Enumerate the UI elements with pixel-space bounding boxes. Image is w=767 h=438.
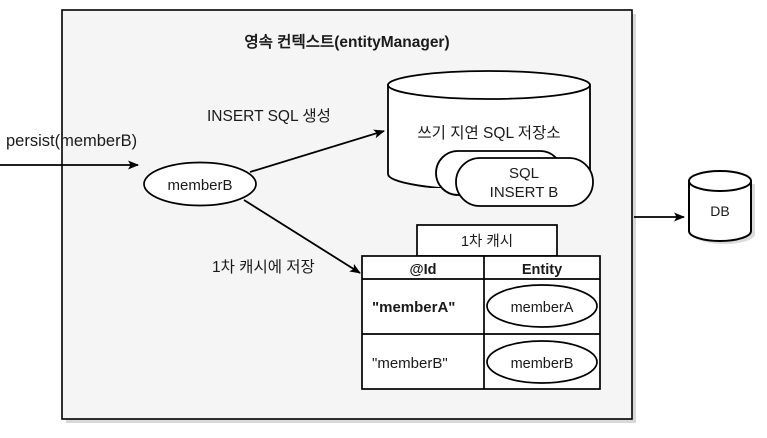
table-cell-entity: memberB bbox=[511, 356, 574, 372]
first-level-cache-table: @Id Entity "memberA" memberA "memberB" m… bbox=[361, 255, 601, 390]
first-level-cache-caption-box: 1차 캐시 bbox=[416, 224, 558, 257]
queued-sql-line2: INSERT B bbox=[490, 184, 559, 201]
queued-sql-stack: SQL INSERT B bbox=[435, 150, 594, 207]
database-cylinder: DB bbox=[688, 170, 755, 244]
queued-sql-line1: SQL bbox=[509, 165, 539, 182]
table-header-id: @Id bbox=[409, 262, 436, 278]
table-cell-entity: memberA bbox=[511, 300, 574, 316]
entity-node-label: memberB bbox=[167, 177, 232, 194]
table-row: "memberA" memberA bbox=[372, 284, 598, 328]
container-title: 영속 컨텍스트(entityManager) bbox=[244, 33, 449, 51]
table-header-entity: Entity bbox=[522, 262, 562, 278]
edge-first-level-cache-label: 1차 캐시에 저장 bbox=[212, 258, 315, 276]
entity-node-memberB: memberB bbox=[143, 161, 257, 207]
queued-sql-card-front bbox=[455, 157, 594, 207]
persist-call-label: persist(memberB) bbox=[6, 132, 137, 150]
edge-first-level-cache bbox=[243, 199, 361, 274]
database-label: DB bbox=[710, 203, 729, 219]
table-cell-entity-ellipse bbox=[486, 340, 598, 384]
table-row: "memberB" memberB bbox=[372, 340, 598, 384]
table-cell-id: "memberA" bbox=[372, 299, 455, 316]
table-cell-entity-ellipse bbox=[486, 284, 598, 328]
table-cell-id: "memberB" bbox=[372, 355, 448, 372]
first-level-cache-caption: 1차 캐시 bbox=[461, 233, 513, 250]
write-behind-sql-store-title: 쓰기 지연 SQL 저장소 bbox=[417, 124, 560, 142]
edge-insert-sql-label: INSERT SQL 생성 bbox=[207, 107, 331, 125]
edge-insert-sql bbox=[249, 129, 385, 173]
